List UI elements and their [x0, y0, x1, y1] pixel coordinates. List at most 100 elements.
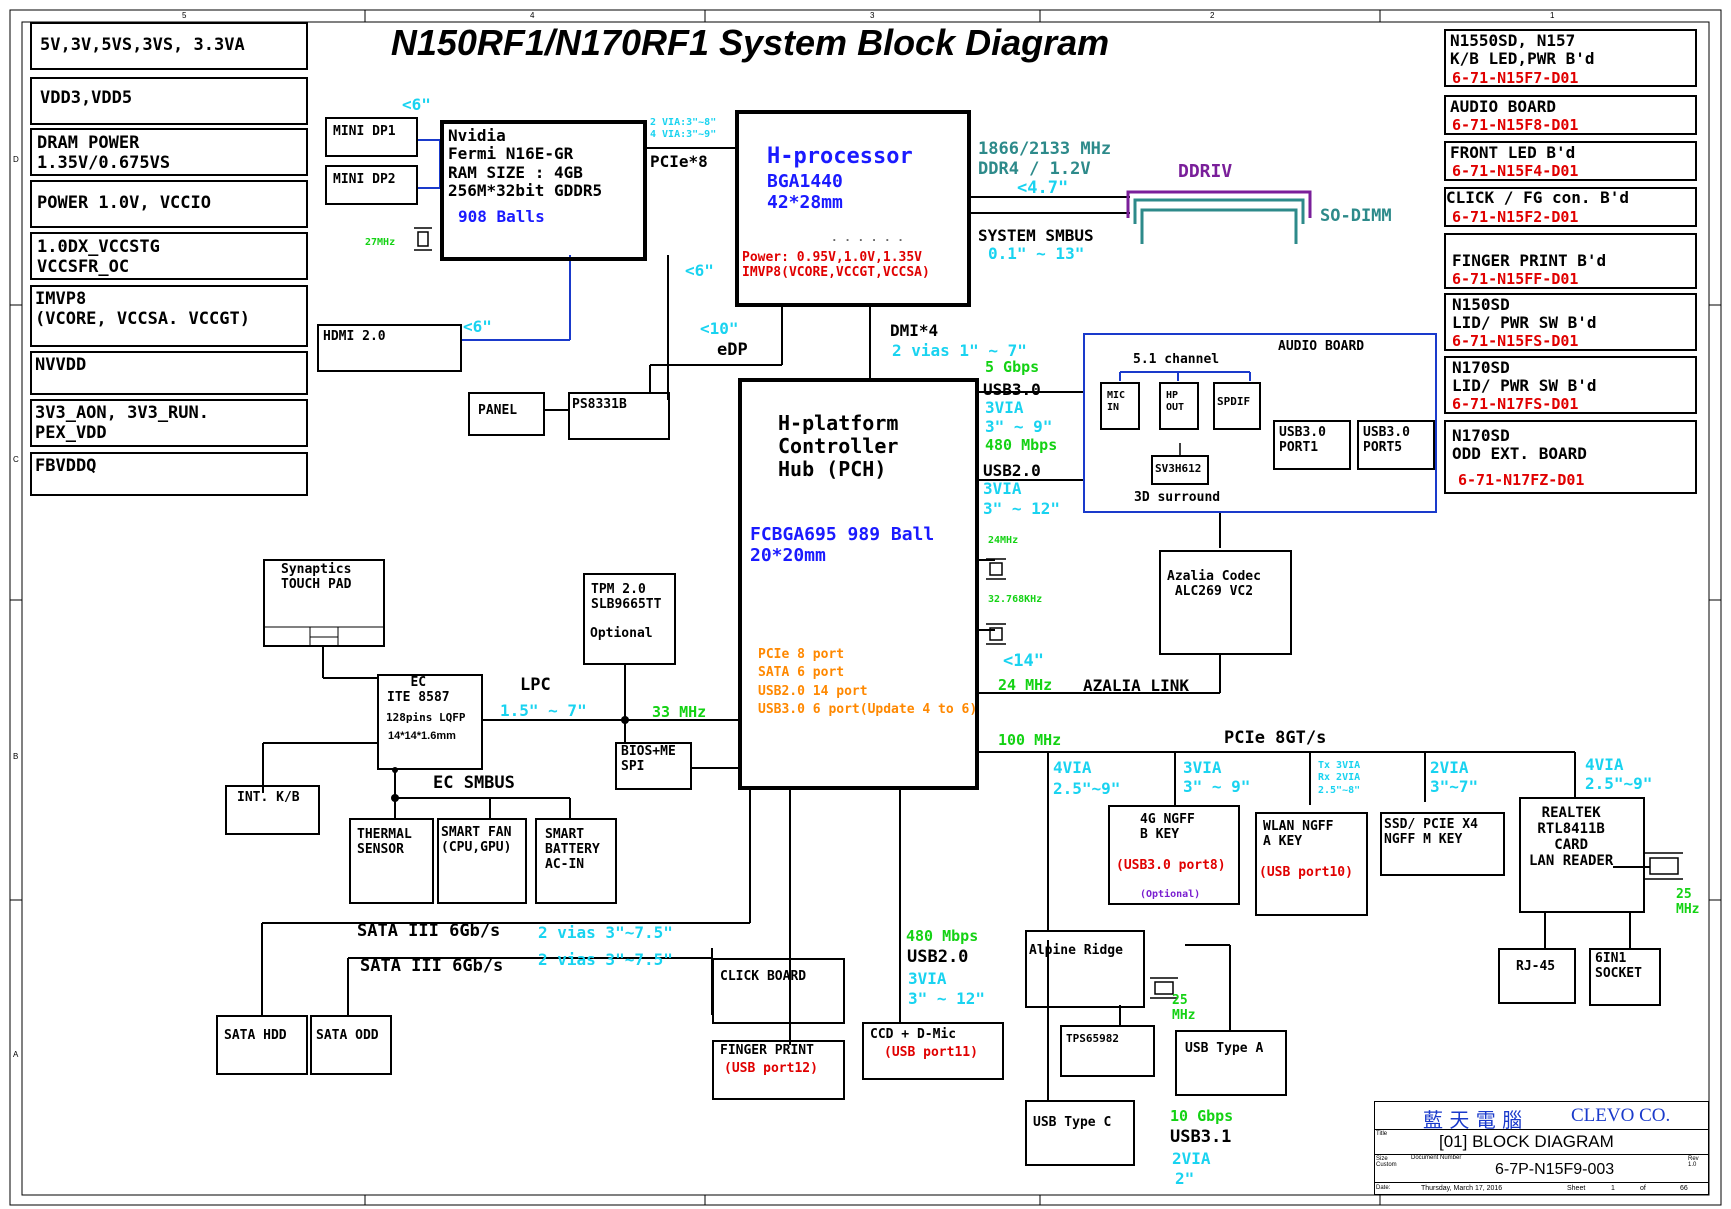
ngff-b-label: 4G NGFF B KEY: [1140, 812, 1195, 842]
ddr-length: <4.7": [1017, 178, 1069, 198]
rj45-label: RJ-45: [1516, 959, 1556, 974]
title-label: Title: [1376, 1131, 1388, 1137]
ngff-b-optional: (Optional): [1140, 889, 1201, 900]
ps8331b-box: PS8331B: [568, 392, 670, 440]
pch-name: H-platform Controller Hub (PCH): [778, 411, 899, 481]
board-part-number: 6-71-N15F8-D01: [1452, 116, 1579, 134]
ngff-b-key-box: 4G NGFF B KEY (USB3.0 port8) (Optional): [1108, 805, 1240, 905]
page-title: N150RF1/N170RF1 System Block Diagram: [390, 22, 1110, 63]
border-number: 2: [1210, 11, 1215, 20]
board-name: N170SD ODD EXT. BOARD: [1452, 426, 1587, 464]
click-board-label: CLICK BOARD: [720, 969, 807, 984]
usb20-lower-length: 3" ~ 12": [908, 989, 986, 1008]
board-name: N150SD LID/ PWR SW B'd: [1452, 295, 1597, 333]
pcie-via-length: 3" ~ 9": [1183, 777, 1251, 796]
border-letter: A: [13, 1050, 19, 1059]
clock-25mhz-lan: 25 MHz: [1676, 887, 1700, 917]
mini-dp2-label: MINI DP2: [333, 172, 396, 187]
date-value: Thursday, March 17, 2016: [1421, 1185, 1503, 1192]
sv3h612-chip: SV3H612: [1151, 455, 1209, 485]
finger-print-label: FINGER PRINT: [720, 1043, 814, 1058]
company-name-cn: 藍 天 電 腦: [1423, 1108, 1523, 1132]
ccd-port: (USB port11): [884, 1045, 978, 1060]
edp-label: eDP: [717, 340, 748, 360]
rj45-box: RJ-45: [1498, 948, 1576, 1004]
azalia-length: <14": [1003, 651, 1044, 671]
board-name: N1550SD, N157 K/B LED,PWR B'd: [1450, 31, 1595, 69]
ssd-label: SSD/ PCIE X4 NGFF M KEY: [1384, 817, 1478, 847]
touchpad-label: Synaptics TOUCH PAD: [281, 562, 352, 592]
finger-print-box: FINGER PRINT (USB port12): [712, 1040, 845, 1100]
trace-length: <6": [402, 95, 431, 114]
ec-size: 14*14*1.6mm: [388, 730, 456, 742]
usb20-lower-via: 3VIA: [908, 969, 947, 988]
usb30-port1-label: USB3.0 PORT1: [1279, 425, 1326, 455]
clock-32khz: 32.768KHz: [988, 594, 1043, 605]
pcie-via: 4VIA: [1053, 758, 1092, 777]
power-rail-label: DRAM POWER 1.35V/0.675VS: [37, 133, 171, 173]
board-part-number: 6-71-N15FS-D01: [1452, 332, 1579, 350]
usb31-via: 2VIA: [1172, 1149, 1211, 1168]
usb-type-a-box: USB Type A: [1175, 1030, 1287, 1096]
usb30-length: 3" ~ 9": [985, 417, 1053, 436]
title-block: 藍 天 電 腦 CLEVO CO. Title [01] BLOCK DIAGR…: [1374, 1101, 1709, 1195]
dmi-vias: 2 vias 1" ~ 7": [892, 341, 1027, 360]
tps65982-box: TPS65982: [1060, 1025, 1155, 1077]
sata2-label: SATA III 6Gb/s: [360, 956, 504, 976]
cpu-power: Power: 0.95V,1.0V,1.35V IMVP8(VCORE,VCCG…: [742, 250, 930, 280]
hp-out-jack: HP OUT: [1159, 382, 1199, 430]
usb30-via: 3VIA: [985, 398, 1024, 417]
power-rail-box: 1.0DX_VCCSTG VCCSFR_OC: [30, 232, 308, 280]
usb20-via: 3VIA: [983, 479, 1022, 498]
audio-channel: 5.1 channel: [1133, 352, 1220, 367]
dmi-speed: 5 Gbps: [985, 358, 1040, 376]
pcie-bus-label: PCIe 8GT/s: [1224, 728, 1327, 748]
audio-board-box: AUDIO BOARD 5.1 channel MIC IN HP OUT SP…: [1083, 333, 1437, 513]
tps65982-label: TPS65982: [1066, 1032, 1119, 1045]
ps8331b-label: PS8331B: [572, 397, 627, 412]
board-part-number: 6-71-N15FF-D01: [1452, 270, 1579, 288]
smbus-length: 0.1" ~ 13": [988, 244, 1085, 263]
edp-length: <10": [700, 319, 739, 338]
wlan-label: WLAN NGFF A KEY: [1263, 819, 1334, 849]
pcie-via-length: 2.5"~9": [1585, 774, 1653, 793]
usb20-length: 3" ~ 12": [983, 499, 1061, 518]
clock-25mhz-alpine: 25 MHz: [1172, 993, 1196, 1023]
power-rail-box: 3V3_AON, 3V3_RUN. PEX_VDD: [30, 399, 308, 447]
gpu-pcie-label: PCIe*8: [650, 152, 708, 171]
sata2-length: 2 vias 3"~7.5": [538, 950, 673, 969]
usb30-port5: USB3.0 PORT5: [1357, 420, 1435, 470]
pcie-frequency: 100 MHz: [998, 731, 1062, 749]
hp-out-label: HP OUT: [1166, 390, 1185, 413]
docnum-label: Document Number: [1411, 1155, 1462, 1161]
power-rail-box: FBVDDQ: [30, 452, 308, 496]
wlan-port: (USB port10): [1259, 865, 1353, 880]
power-rail-box: DRAM POWER 1.35V/0.675VS: [30, 128, 308, 176]
usb30-port5-label: USB3.0 PORT5: [1363, 425, 1410, 455]
alpine-ridge-box: Alpine Ridge: [1025, 930, 1145, 1008]
alpine-ridge-label: Alpine Ridge: [1029, 943, 1123, 958]
ddr-label: DDRIV: [1178, 161, 1233, 182]
hdmi-label: HDMI 2.0: [323, 329, 386, 344]
panel-label: PANEL: [478, 403, 518, 418]
usb30-speed: 480 Mbps: [985, 436, 1058, 454]
cpu-box: H-processor BGA1440 42*28mm . . . . . . …: [735, 110, 971, 307]
border-number: 3: [870, 11, 875, 20]
usb20-lower-speed: 480 Mbps: [906, 927, 979, 945]
realtek-label: REALTEK RTL8411B CARD LAN READER: [1529, 805, 1614, 870]
azalia-frequency: 24 MHz: [998, 676, 1053, 694]
board-name: FINGER PRINT B'd: [1452, 251, 1607, 270]
wlan-ngff-box: WLAN NGFF A KEY (USB port10): [1255, 812, 1368, 916]
finger-print-port: (USB port12): [724, 1061, 818, 1076]
thermal-sensor-box: THERMAL SENSOR: [349, 818, 434, 904]
ddr-frequency: 1866/2133 MHz DDR4 / 1.2V: [978, 139, 1112, 179]
power-rail-box: 5V,3V,5VS,3VS, 3.3VA: [30, 22, 308, 70]
